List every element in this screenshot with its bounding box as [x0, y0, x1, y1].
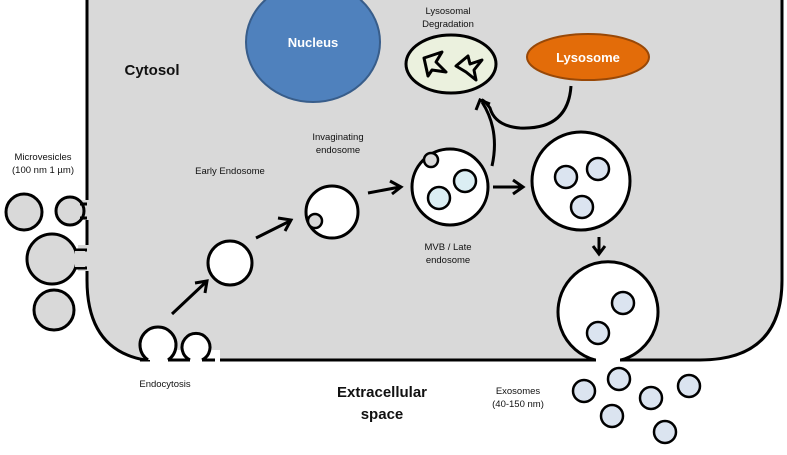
mvb-label: endosome	[426, 255, 470, 266]
microvesicles-label: (100 nm 1 µm)	[12, 165, 74, 176]
nucleus	[245, 0, 381, 103]
intraluminal-vesicle	[585, 156, 611, 182]
extracellular-space-label: space	[361, 406, 404, 423]
microvesicle	[4, 192, 44, 232]
cytosol-label: Cytosol	[124, 62, 179, 79]
lysosomal-degradation-label: Degradation	[422, 19, 474, 30]
exosomes-label: (40-150 nm)	[492, 399, 544, 410]
early-endosome-label: Early Endosome	[195, 166, 265, 177]
nucleus-label: Nucleus	[288, 35, 339, 50]
degraded-material-icon	[422, 50, 448, 78]
endocytic-pit	[180, 331, 212, 362]
invaginating-endosome	[304, 184, 360, 240]
intraluminal-vesicle	[585, 320, 611, 346]
intraluminal-vesicle	[553, 164, 579, 190]
lysosome	[526, 33, 650, 81]
degraded-material-icon	[454, 54, 484, 82]
budding-microvesicle	[25, 232, 79, 286]
exosomes-label: Exosomes	[496, 386, 541, 397]
intraluminal-vesicle	[452, 168, 478, 194]
lysosomal-degradation-vesicle	[404, 33, 498, 95]
invaginating-endosome-label: endosome	[316, 145, 360, 156]
invagination	[422, 151, 440, 169]
intraluminal-vesicle	[610, 290, 636, 316]
endocytic-pit	[138, 325, 178, 362]
lysosomal-degradation-label: Lysosomal	[425, 6, 470, 17]
microvesicles	[4, 192, 92, 332]
fusing-mvb	[556, 260, 660, 362]
lysosome-label: Lysosome	[556, 50, 620, 65]
mvb-label: MVB / Late	[425, 242, 472, 253]
invagination	[306, 212, 324, 230]
intraluminal-vesicle	[426, 185, 452, 211]
mvb-to-lysosome-arrow	[480, 101, 496, 167]
early-endosome	[206, 239, 254, 287]
exosomes	[571, 366, 702, 445]
microvesicle	[32, 288, 76, 332]
invaginating-endosome-label: Invaginating	[312, 132, 363, 143]
extracellular-space-label: Extracellular	[337, 384, 427, 401]
mature-mvb	[530, 130, 632, 232]
arrows	[170, 178, 607, 316]
endocytosis-label: Endocytosis	[139, 379, 190, 390]
budding-microvesicle	[54, 195, 86, 227]
arrowhead-icon	[474, 98, 491, 111]
microvesicles-label: Microvesicles	[14, 152, 71, 163]
intraluminal-vesicle	[569, 194, 595, 220]
